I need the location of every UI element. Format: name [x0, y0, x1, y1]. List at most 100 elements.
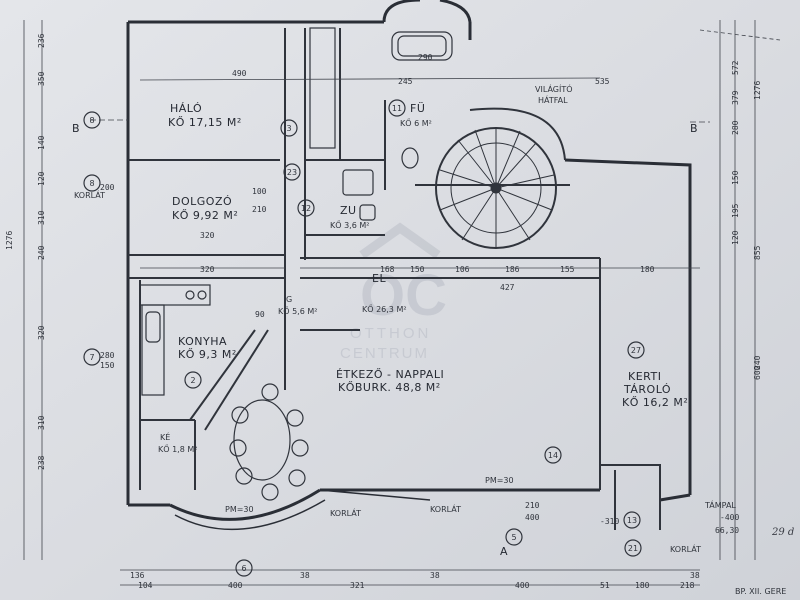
tag-number: 6 [241, 564, 246, 573]
room-etkezo-area: KŐBURK. 48,8 M² [338, 380, 441, 394]
tag-number: 7 [89, 353, 94, 362]
dim-misc: 280 [100, 351, 115, 360]
dim-row: 320 [200, 265, 215, 274]
tag-circle [297, 199, 315, 217]
spiral-staircase [435, 107, 566, 249]
room-kerti-name1: KERTI [628, 370, 661, 383]
watermark-line1: OTTHON [350, 325, 431, 342]
dim-top: 490 [232, 69, 247, 78]
dim-top: 245 [398, 77, 413, 86]
label-korlat-bottom: KORLÁT [430, 503, 461, 514]
tag-number: 14 [548, 451, 558, 460]
room-labels: HÁLÓ KŐ 17,15 M² DOLGOZÓ KŐ 9,92 M² KONY… [158, 102, 688, 454]
tag-number: 3 [286, 124, 291, 133]
tag-circle [505, 528, 523, 546]
dim-bottom: 104 [138, 581, 153, 590]
tag-number: 13 [627, 516, 637, 525]
tag-circle [83, 174, 101, 192]
dim-row: 168 [380, 265, 395, 274]
tag-circle [83, 348, 101, 366]
dim-misc: 200 [100, 183, 115, 192]
tag-circle [544, 446, 562, 464]
dim-misc: 90 [255, 310, 265, 319]
label-vilagito: VILÁGÍTÓ [535, 83, 573, 94]
dim-bottom: 180 [635, 581, 650, 590]
dim-top: 535 [595, 77, 610, 86]
room-el-name: EL [372, 272, 386, 285]
dim-misc: -310 [600, 517, 619, 526]
dim-misc: 400 [525, 513, 540, 522]
dim-row: 186 [505, 265, 520, 274]
label-pm30-window: PM=30 [485, 476, 514, 485]
tag-circle [624, 539, 642, 557]
dim-right: 150 [731, 170, 740, 185]
room-zu-name: ZU [340, 204, 357, 217]
tag-number: 21 [628, 544, 638, 553]
tag-number: 11 [392, 104, 402, 113]
room-konyha-area: KŐ 9,3 M² [178, 347, 237, 361]
room-zu-area: KŐ 3,6 M² [330, 220, 369, 230]
bathroom-fixtures [309, 27, 453, 221]
dim-misc: 210 [525, 501, 540, 510]
dim-top: 290 [418, 53, 433, 62]
handwritten-note: 29 d [771, 527, 794, 538]
tag-circle [623, 511, 641, 529]
label-korlat-balcony: KORLÁT [330, 507, 361, 518]
room-ke-area: KŐ 1,8 M² [158, 444, 197, 454]
dim-bottom: 321 [350, 581, 365, 590]
dim-bottom: 400 [515, 581, 530, 590]
watermark-line2: CENTRUM [340, 345, 429, 362]
tag-number: 5 [511, 533, 516, 542]
room-ke-name: KÉ [160, 431, 170, 442]
exterior-walls [126, 0, 692, 507]
tag-number: 2 [190, 376, 195, 385]
dim-left: 1276 [5, 231, 14, 250]
dim-row: 155 [560, 265, 575, 274]
dim-left: 140 [37, 135, 46, 150]
dim-misc: 210 [252, 205, 267, 214]
tag-circle [280, 119, 298, 137]
tag-number: 8 [89, 179, 94, 188]
dim-row: 427 [500, 283, 515, 292]
curved-balcony-railing [169, 488, 431, 531]
tag-circle [627, 341, 645, 359]
tag-number: 12 [301, 204, 311, 213]
room-kerti-area: KŐ 16,2 M² [622, 395, 688, 409]
tag-circle [235, 559, 253, 577]
dim-right: 1276 [753, 81, 762, 100]
room-number-tags: 8 8 7 11 12 23 27 14 5 6 21 13 3 2 [83, 99, 645, 577]
dim-left: 350 [37, 71, 46, 86]
dim-row: 320 [200, 231, 215, 240]
dim-right: 195 [731, 203, 740, 218]
tag-number: 8 [89, 116, 94, 125]
section-marker-a: A [500, 545, 508, 558]
dim-right: 600 [753, 365, 762, 380]
dim-misc: -400 [720, 513, 739, 522]
annotation-labels: B B A VILÁGÍTÓ HÁTFAL KORLÁT KORLÁT KORL… [72, 83, 794, 596]
dim-bottom: 51 [600, 581, 610, 590]
dim-row: 180 [640, 265, 655, 274]
dim-right: 572 [731, 60, 740, 75]
room-kerti-name2: TÁROLÓ [623, 383, 671, 396]
room-etkezo-name: ÉTKEZŐ - NAPPALI [336, 367, 444, 381]
tag-number: 23 [287, 168, 297, 177]
dim-bottom: 400 [228, 581, 243, 590]
dim-bottom: 218 [680, 581, 695, 590]
dim-bottom-upper: 136 [130, 571, 145, 580]
dimension-lines [23, 20, 781, 586]
tag-number: 27 [631, 346, 641, 355]
dim-left: 238 [37, 455, 46, 470]
dim-left: 120 [37, 171, 46, 186]
watermark-logo-text: OC [360, 263, 447, 328]
dim-left: 310 [37, 415, 46, 430]
kitchen-counter [139, 284, 211, 396]
tag-circle [83, 111, 101, 129]
tag-circle [184, 371, 202, 389]
dim-right: 379 [731, 90, 740, 105]
interior-walls [128, 28, 661, 530]
room-g-name: G [286, 295, 292, 304]
section-marker-b-right: B [690, 122, 698, 135]
room-halo-area: KŐ 17,15 M² [168, 115, 242, 129]
